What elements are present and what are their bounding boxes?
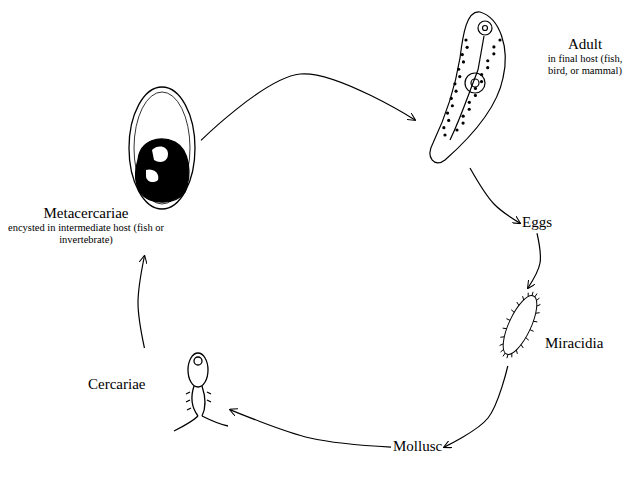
vitelline-dot — [492, 45, 495, 48]
vitelline-dot — [461, 53, 464, 56]
cycle-arrow — [230, 410, 391, 448]
stage-name: Miracidia — [545, 335, 603, 352]
vitelline-dot — [486, 66, 489, 69]
cilium — [506, 319, 510, 321]
vitelline-dot — [468, 101, 471, 104]
adult-stage: Adultin final host (fish, bird, or mamma… — [415, 8, 635, 168]
vitelline-dot — [453, 82, 456, 85]
vitelline-dot — [466, 46, 469, 49]
cilium — [526, 338, 529, 341]
cilium — [532, 292, 533, 296]
vitelline-dot — [468, 108, 471, 111]
vitelline-dot — [451, 104, 454, 107]
stage-note: in final host (fish, bird, or mammal) — [537, 53, 633, 77]
vitelline-dot — [474, 94, 477, 97]
cilium — [511, 353, 512, 357]
cilium — [503, 353, 505, 356]
cercaria-drawing — [174, 353, 228, 431]
stage-name: Mollusc — [393, 438, 442, 455]
vitelline-dot — [457, 68, 460, 71]
cycle-arrow — [444, 366, 508, 447]
vitelline-dot — [443, 133, 446, 136]
cilium — [516, 350, 517, 354]
cercariae-stage: Cercariae — [85, 348, 230, 436]
vitelline-dot — [486, 59, 489, 62]
vitelline-dot — [461, 121, 464, 124]
cilium — [507, 354, 508, 358]
cilium — [517, 302, 519, 305]
vitelline-dot — [458, 75, 461, 78]
cilium — [537, 304, 541, 306]
cilium — [503, 328, 507, 330]
vitelline-dot — [492, 52, 495, 55]
vitelline-dot — [462, 115, 465, 118]
vitelline-dot — [454, 90, 457, 93]
adult-fluke-drawing — [430, 12, 505, 163]
cilium — [530, 330, 534, 332]
vitelline-dot — [446, 111, 449, 114]
label-block: Miracidia — [545, 335, 603, 352]
vitelline-dot — [498, 38, 501, 41]
vitelline-dot — [474, 87, 477, 90]
stage-note: encysted in intermediate host (fish or i… — [8, 222, 164, 246]
cycle-arrow — [138, 256, 144, 348]
miracidia-stage: Miracidia — [500, 288, 630, 366]
vitelline-dot — [480, 73, 483, 76]
mollusc-stage: Mollusc — [391, 437, 444, 457]
miracidium-drawing — [497, 291, 544, 358]
cilium — [536, 298, 539, 301]
label-block: Mollusc — [393, 438, 442, 455]
vitelline-dot — [447, 119, 450, 122]
vitelline-dot — [480, 80, 483, 83]
cilium — [511, 310, 514, 313]
label-block: Adultin final host (fish, bird, or mamma… — [537, 36, 633, 77]
eggs-stage: Eggs — [520, 213, 554, 233]
cilium — [521, 345, 523, 348]
metacercariae-stage: Metacercariaeencysted in intermediate ho… — [6, 86, 201, 256]
cycle-arrow — [201, 74, 415, 141]
cilium — [535, 294, 537, 297]
stage-name: Metacercariae — [8, 205, 164, 222]
cilium — [528, 293, 529, 297]
metacercaria-cyst-drawing — [129, 87, 195, 209]
vitelline-dot — [450, 97, 453, 100]
label-block: Eggs — [522, 214, 552, 231]
cilium — [500, 344, 504, 346]
vitelline-dot — [462, 60, 465, 63]
vitelline-dot — [455, 128, 458, 131]
stage-name: Eggs — [522, 214, 552, 231]
cilium — [500, 336, 504, 338]
stage-name: Cercariae — [88, 376, 145, 393]
cilium — [523, 296, 524, 300]
vitelline-dot — [464, 38, 467, 41]
label-block: Metacercariaeencysted in intermediate ho… — [8, 205, 164, 246]
stage-name: Adult — [537, 36, 633, 53]
cycle-arrow — [470, 168, 520, 223]
cilium — [536, 312, 540, 314]
cilium — [501, 349, 504, 352]
cycle-arrow — [528, 233, 540, 288]
label-block: Cercariae — [88, 376, 145, 393]
cilium — [533, 321, 537, 323]
vitelline-dot — [442, 126, 445, 129]
